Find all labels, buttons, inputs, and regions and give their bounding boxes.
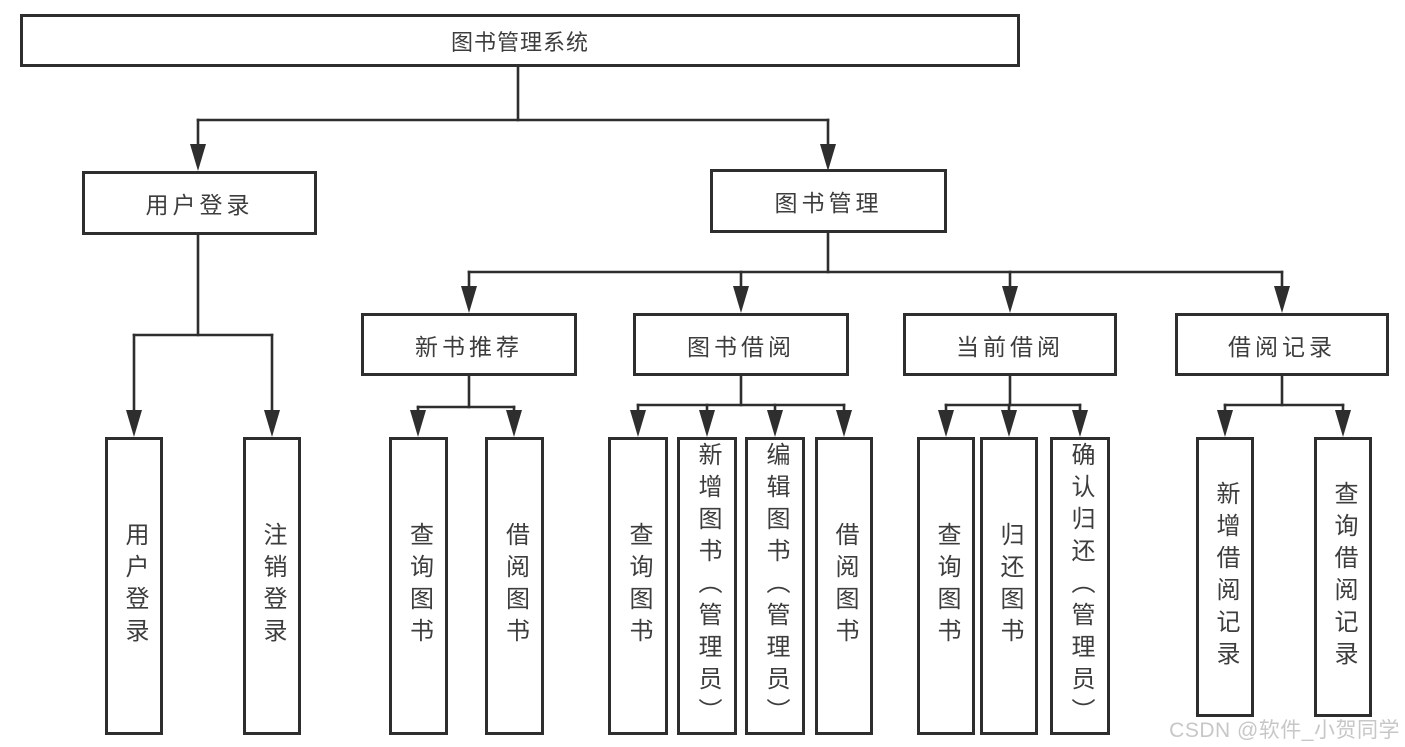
leaf-borrow-book: 借阅图书 (815, 437, 873, 735)
leaf-query-book-current: 查询图书 (917, 437, 975, 735)
leaf-label: 归还图书 (996, 522, 1023, 650)
leaf-label: 查询借阅记录 (1330, 481, 1357, 673)
leaf-logout: 注销登录 (243, 437, 301, 735)
node-library-system: 图书管理系统 (20, 14, 1020, 67)
leaf-edit-book-admin: 编辑图书（管理员） (745, 437, 805, 735)
leaf-label: 借阅图书 (501, 522, 529, 650)
node-borrow-records: 借阅记录 (1175, 313, 1389, 376)
leaf-user-login: 用户登录 (105, 437, 163, 735)
csdn-watermark: CSDN @软件_小贺同学 (1169, 719, 1400, 742)
leaf-query-borrow-record: 查询借阅记录 (1314, 437, 1372, 717)
leaf-label: 新增图书（管理员） (694, 442, 721, 730)
node-label: 图书借阅 (687, 333, 795, 360)
leaf-label: 查询图书 (405, 522, 433, 650)
leaf-label: 注销登录 (259, 522, 286, 650)
leaf-add-borrow-record: 新增借阅记录 (1196, 437, 1254, 717)
leaf-borrow-book-recommend: 借阅图书 (485, 437, 544, 735)
node-new-book-recommend: 新书推荐 (361, 313, 577, 376)
node-book-management: 图书管理 (710, 169, 947, 233)
node-label: 当前借阅 (956, 333, 1064, 360)
node-label: 新书推荐 (415, 333, 523, 360)
leaf-query-book-recommend: 查询图书 (389, 437, 448, 735)
leaf-label: 编辑图书（管理员） (762, 442, 789, 730)
node-label: 借阅记录 (1228, 333, 1336, 360)
leaf-label: 查询图书 (933, 522, 960, 650)
node-label: 图书管理系统 (450, 29, 589, 55)
leaf-label: 查询图书 (625, 522, 652, 650)
node-user-login: 用户登录 (82, 171, 317, 235)
node-current-borrow: 当前借阅 (903, 313, 1117, 376)
leaf-label: 借阅图书 (831, 522, 858, 650)
node-label: 用户登录 (145, 192, 254, 218)
leaf-add-book-admin: 新增图书（管理员） (677, 437, 737, 735)
leaf-query-book-borrow: 查询图书 (608, 437, 668, 735)
node-label: 图书管理 (774, 190, 883, 216)
leaf-label: 用户登录 (121, 522, 148, 650)
leaf-return-book: 归还图书 (980, 437, 1038, 735)
arrowheads (126, 144, 1351, 437)
leaf-label: 确认归还（管理员） (1067, 442, 1094, 730)
leaf-confirm-return-admin: 确认归还（管理员） (1050, 437, 1110, 735)
leaf-label: 新增借阅记录 (1212, 481, 1239, 673)
node-book-borrow: 图书借阅 (633, 313, 849, 376)
